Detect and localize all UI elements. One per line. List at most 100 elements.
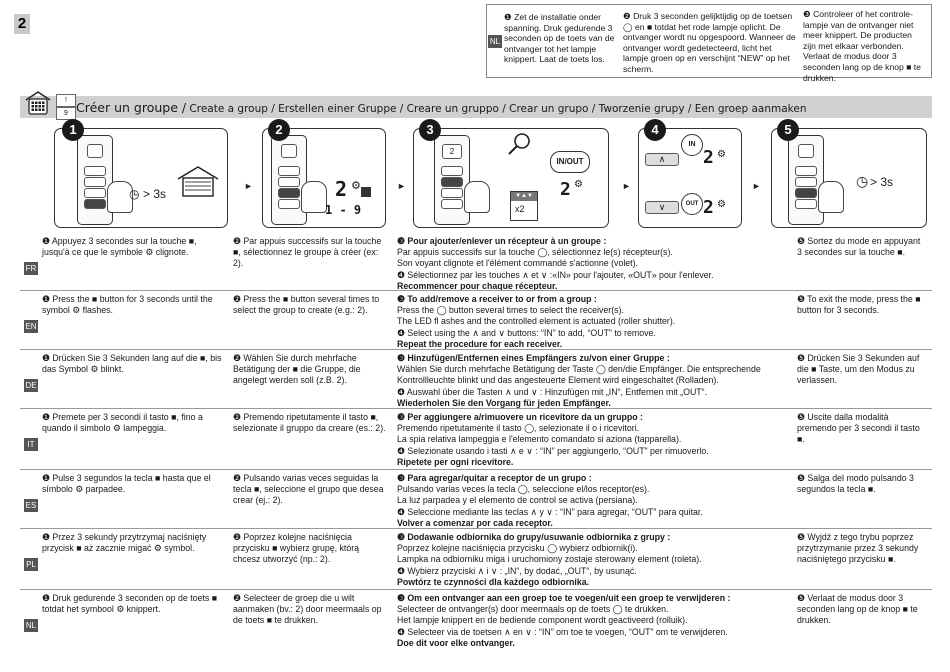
up-button-icon: ∧ bbox=[645, 153, 679, 166]
row-step3-line2: Son voyant clignote et l'élément command… bbox=[397, 258, 639, 269]
row-step3-block: ❸ Pour ajouter/enlever un récepteur à un… bbox=[397, 236, 792, 292]
remote-screen bbox=[798, 144, 814, 158]
row-step4-line: ❹ Wybierz przyciski ∧ i ∨ : „IN“, by dod… bbox=[397, 565, 637, 576]
remote-group-button bbox=[278, 188, 300, 198]
row-step1-text: ❶ Przez 3 sekundy przytrzymaj naciśnięty… bbox=[42, 532, 207, 554]
step-number-5: 5 bbox=[777, 119, 799, 141]
step-panel-3: 2 IN/OUT 2 ⚙ ▼▲▼ x2 bbox=[413, 128, 609, 228]
hand-icon bbox=[301, 181, 327, 213]
step-panel-1: ◷ > 3s bbox=[54, 128, 228, 228]
remote-up-button bbox=[795, 166, 817, 176]
row-step3-line1: Par appuis successifs sur la touche ◯, s… bbox=[397, 247, 673, 258]
remote-extra-button bbox=[278, 199, 300, 209]
hand-icon bbox=[464, 181, 490, 213]
top-col-1: ❶ Zet de installatie onder spanning. Dru… bbox=[504, 12, 615, 65]
step-panel-4: ∧ ∨ IN 2 ⚙ OUT 2 ⚙ bbox=[638, 128, 742, 228]
row-repeat-line: Powtórz te czynności dla każdego odbiorn… bbox=[397, 576, 590, 587]
row-step5-text: ❺ Sortez du mode en appuyant 3 secondes … bbox=[797, 236, 921, 258]
magnifier-icon bbox=[506, 131, 532, 157]
out-bubble: OUT bbox=[681, 193, 703, 215]
row-step3-line2: Lampka na odbiorniku miga i uruchomiony … bbox=[397, 554, 702, 565]
step-panel-5: ◷ > 3s bbox=[771, 128, 927, 228]
row-step5-text: ❺ To exit the mode, press the ■ button f… bbox=[797, 294, 921, 316]
row-step5-text: ❺ Uscite dalla modalità premendo per 3 s… bbox=[797, 412, 920, 445]
top-col-2: ❷ Druk 3 seconden gelijktijdig op de toe… bbox=[623, 11, 796, 74]
row-step1-text: ❶ Press the ■ button for 3 seconds until… bbox=[42, 294, 213, 316]
row-repeat-line: Repeat the procedure for each receiver. bbox=[397, 338, 563, 349]
row-step5-text: ❺ Wyjdź z tego trybu poprzez przytrzyman… bbox=[797, 532, 919, 565]
row-divider bbox=[20, 469, 932, 470]
row-step3-title: ❸ Dodawanie odbiornika do grupy/usuwanie… bbox=[397, 532, 671, 542]
remote-stop-button bbox=[795, 177, 817, 187]
timer-label: > 3s bbox=[870, 175, 894, 189]
row-step3-line2: La luz parpadea y el elemento de control… bbox=[397, 495, 638, 506]
timer-icon: ◷ bbox=[129, 187, 140, 201]
in-out-bubble: IN/OUT bbox=[550, 151, 590, 173]
row-step3-title: ❸ Para agregar/quitar a receptor de un g… bbox=[397, 473, 592, 483]
arrow-icon: ► bbox=[244, 181, 253, 191]
remote-up-button bbox=[278, 166, 300, 176]
remote-screen: 2 bbox=[442, 144, 462, 159]
row-repeat-line: Volver a comenzar por cada receptor. bbox=[397, 517, 553, 528]
row-step3-line2: La spia relativa lampeggia e l'elemento … bbox=[397, 434, 682, 445]
row-step3-line1: Poprzez kolejne naciśnięcia przycisku ◯ … bbox=[397, 543, 638, 554]
row-step4-line: ❹ Select using the ∧ and ∨ buttons: “IN”… bbox=[397, 327, 656, 338]
row-step4-line: ❹ Sélectionnez par les touches ∧ et ∨ :«… bbox=[397, 269, 714, 280]
remote-down-button bbox=[84, 188, 106, 198]
title-main: Créer un groupe / bbox=[76, 100, 187, 115]
row-step2-text: ❷ Pulsando varias veces seguidas la tecl… bbox=[233, 473, 384, 506]
arrow-icon: ► bbox=[622, 181, 631, 191]
hand-icon bbox=[818, 181, 844, 213]
page-number: 2 bbox=[14, 14, 30, 34]
remote-grid-icon bbox=[24, 90, 52, 116]
remote-screen bbox=[281, 144, 297, 158]
row-step3-line2: Kontrollleuchte blinkt und das angesteue… bbox=[397, 375, 719, 386]
row-step3-line1: Selecteer de ontvanger(s) door meermaals… bbox=[397, 604, 669, 615]
house-shutter-icon bbox=[175, 165, 221, 199]
lang-tag: ES bbox=[24, 499, 38, 512]
row-step3-title: ❸ Pour ajouter/enlever un récepteur à un… bbox=[397, 236, 607, 246]
row-step4-line: ❹ Seleccione mediante las teclas ∧ y ∨ :… bbox=[397, 506, 703, 517]
top-col-3: ❸ Controleer of het controle-lampje van … bbox=[803, 9, 921, 83]
timer-icon: ◷ bbox=[856, 173, 869, 189]
row-step3-line1: Premendo ripetutamente il tasto ◯, selez… bbox=[397, 423, 640, 434]
row-divider bbox=[20, 408, 932, 409]
row-step4-line: ❹ Selecteer via de toetsen ∧ en ∨ : “IN”… bbox=[397, 626, 728, 637]
row-divider bbox=[20, 528, 932, 529]
in-bubble: IN bbox=[681, 134, 703, 156]
row-divider bbox=[20, 290, 932, 291]
title-rest: Create a group / Erstellen einer Gruppe … bbox=[186, 103, 807, 115]
row-step3-line1: Press the ◯ button several times to sele… bbox=[397, 305, 624, 316]
row-divider bbox=[20, 349, 932, 350]
remote-stop-button bbox=[278, 177, 300, 187]
lang-tag: FR bbox=[24, 262, 38, 275]
group-range: 1 - 9 bbox=[325, 203, 362, 217]
arrow-icon: ► bbox=[397, 181, 406, 191]
row-step2-text: ❷ Press the ■ button several times to se… bbox=[233, 294, 380, 316]
group-symbol-icon: ⚙ bbox=[717, 199, 726, 210]
row-step3-title: ❸ To add/remove a receiver to or from a … bbox=[397, 294, 597, 304]
remote-up-button bbox=[84, 166, 106, 176]
lang-tag: NL bbox=[24, 619, 38, 632]
row-step5-text: ❺ Verlaat de modus door 3 seconden lang … bbox=[797, 593, 918, 626]
lang-tag: PL bbox=[24, 558, 38, 571]
row-step2-text: ❷ Poprzez kolejne naciśnięcia przycisku … bbox=[233, 532, 360, 565]
group-button-icon bbox=[361, 187, 371, 197]
arrow-icon: ► bbox=[752, 181, 761, 191]
row-step3-title: ❸ Om een ontvanger aan een groep toe te … bbox=[397, 593, 731, 603]
row-step5-text: ❺ Drücken Sie 3 Sekunden auf die ■ Taste… bbox=[797, 353, 920, 386]
remote-screen bbox=[87, 144, 103, 158]
down-button-icon: ∨ bbox=[645, 201, 679, 214]
remote-group-button bbox=[795, 188, 817, 198]
receiver-box: ▼▲▼ x2 bbox=[510, 191, 538, 221]
row-step1-text: ❶ Appuyez 3 secondes sur la touche ■, ju… bbox=[42, 236, 197, 258]
remote-stop-button bbox=[441, 177, 463, 187]
row-step1-text: ❶ Druk gedurende 3 seconden op de toets … bbox=[42, 593, 218, 615]
top-instruction-box bbox=[486, 4, 932, 78]
row-repeat-line: Recommencer pour chaque récepteur. bbox=[397, 280, 558, 291]
remote-group-button bbox=[441, 199, 463, 209]
remote-group-button bbox=[84, 199, 106, 209]
row-step3-line1: Wählen Sie durch mehrfache Betätigung de… bbox=[397, 364, 761, 375]
lang-tag: IT bbox=[24, 438, 38, 451]
row-repeat-line: Wiederholen Sie den Vorgang für jeden Em… bbox=[397, 397, 611, 408]
